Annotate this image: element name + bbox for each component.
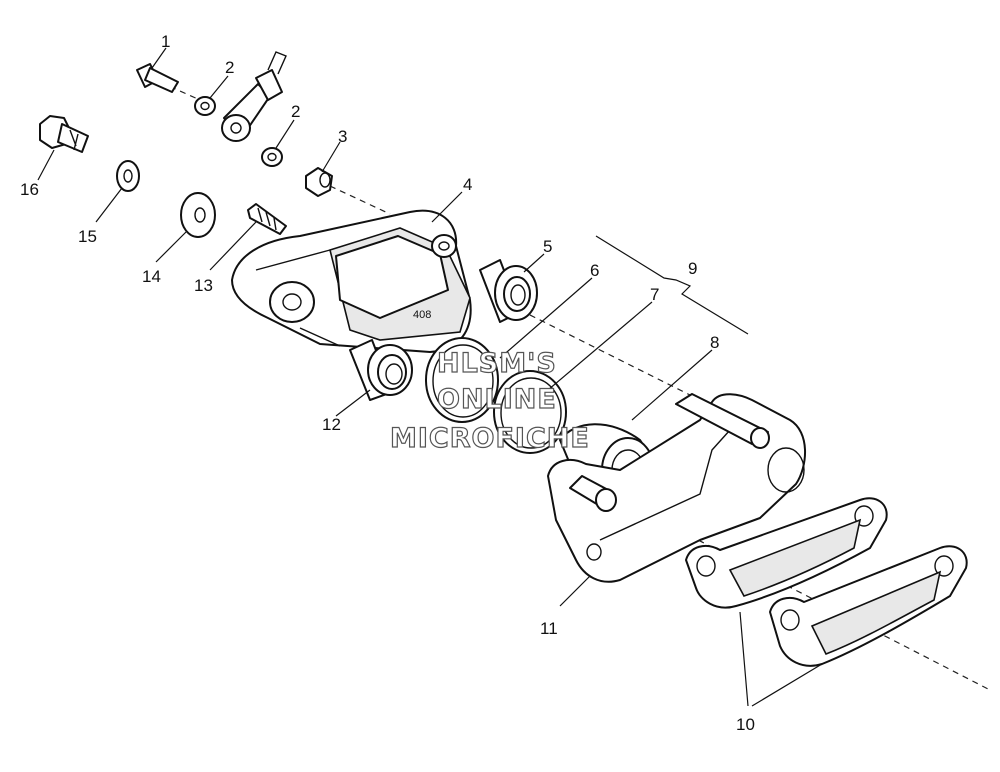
callout-3: 3 (338, 127, 347, 146)
part-12-piston (349, 339, 413, 401)
leader-lines (37, 47, 823, 707)
callout-15: 15 (78, 227, 97, 246)
part-5-piston (479, 259, 538, 323)
watermark-line-3: MICROFICHE (390, 423, 590, 454)
callout-1: 1 (161, 32, 170, 51)
callout-10: 10 (736, 715, 755, 734)
callout-6: 6 (590, 261, 599, 280)
callout-13: 13 (194, 276, 213, 295)
callout-12: 12 (322, 415, 341, 434)
part-10-brake-pad-lower (769, 545, 968, 667)
callout-4: 4 (463, 175, 472, 194)
brake-line-banjo-fitting (221, 51, 287, 142)
callout-9: 9 (688, 259, 697, 278)
callout-5: 5 (543, 237, 552, 256)
part-2-washer-upper (194, 96, 216, 116)
part-15-lock-washer (116, 160, 140, 192)
part-14-flat-washer (180, 192, 216, 238)
callout-16: 16 (20, 180, 39, 199)
part-1-banjo-bolt (136, 63, 179, 93)
watermark-line-2: ONLINE (437, 384, 557, 415)
callout-7: 7 (650, 285, 659, 304)
callout-2-upper: 2 (225, 58, 234, 77)
part-11-caliper-bracket (547, 393, 807, 583)
callout-2-lower: 2 (291, 102, 300, 121)
callout-8: 8 (710, 333, 719, 352)
group-bracket-9 (595, 235, 749, 335)
part-4-caliper-body: 408 (231, 209, 472, 353)
part-7-o-ring (493, 370, 567, 454)
part-6-o-ring (425, 337, 499, 423)
part-2-washer-lower (261, 147, 283, 167)
part-16-mounting-bolt (39, 115, 89, 153)
watermark-line-1: HLSM'S (437, 348, 557, 379)
callout-14: 14 (142, 267, 161, 286)
part-3-bushing (305, 167, 333, 197)
callout-labels: 1 2 2 3 4 5 6 7 8 9 10 11 12 13 14 15 16 (20, 32, 755, 734)
caliper-marking: 408 (413, 309, 431, 321)
watermark: HLSM'S ONLINE MICROFICHE (389, 347, 590, 454)
callout-11: 11 (540, 619, 558, 638)
part-13-bleeder-screw (247, 203, 287, 235)
part-10-brake-pad-upper (685, 497, 888, 609)
bolt-axis-line (159, 81, 201, 101)
